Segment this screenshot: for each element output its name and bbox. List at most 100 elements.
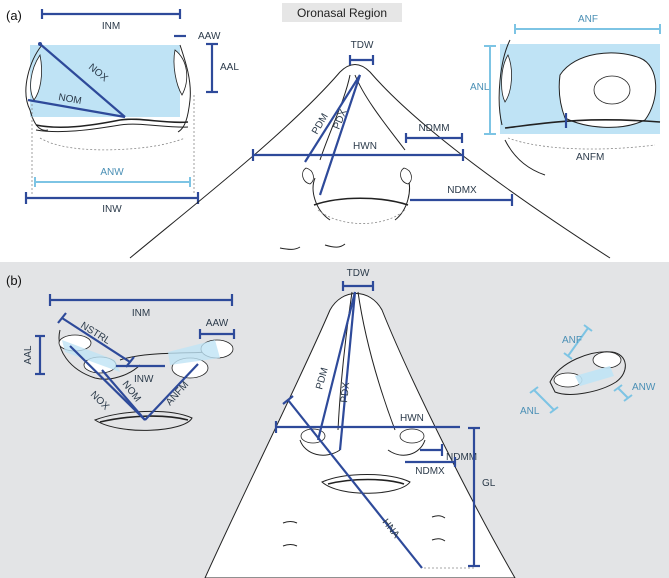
panel-b-center-measures: TDW PDM PDX HWN NDMM NDMX GL HNA bbox=[274, 268, 496, 569]
panel-a-label: (a) bbox=[6, 8, 22, 23]
anl-line-b bbox=[533, 389, 555, 411]
anw-tick-b-b bbox=[623, 394, 633, 402]
b-head-groove-left bbox=[337, 291, 353, 431]
mouth-a bbox=[313, 197, 409, 206]
label-anf-b: ANF bbox=[562, 335, 582, 346]
right-close-flap-left bbox=[501, 54, 512, 103]
teeth-region-left bbox=[39, 137, 186, 151]
teeth-region-right bbox=[507, 137, 656, 150]
pdx-line-a bbox=[318, 74, 362, 196]
snout-groove-left bbox=[319, 74, 351, 161]
mouth-line-left-lower bbox=[35, 123, 189, 133]
label-aaw-a: AAW bbox=[198, 31, 221, 42]
label-tdw-a: TDW bbox=[351, 40, 374, 51]
anw-line-b bbox=[617, 387, 629, 399]
hna-line-b bbox=[287, 399, 423, 569]
label-ndmm-b: NDMM bbox=[446, 452, 477, 463]
b-head-nare-right bbox=[399, 428, 425, 444]
b-head-mouth-line bbox=[327, 478, 405, 485]
nox-line bbox=[39, 43, 126, 118]
label-gl-b: GL bbox=[482, 478, 496, 489]
b-left-mouth bbox=[93, 410, 193, 431]
panel-a-right-nostril bbox=[498, 39, 661, 176]
label-ndmm-a: NDMM bbox=[418, 123, 449, 134]
label-tdw-b: TDW bbox=[347, 268, 370, 279]
right-nare-a bbox=[400, 167, 412, 185]
b-head-right-flap bbox=[387, 439, 426, 456]
anf-tick-a-b bbox=[563, 352, 573, 360]
b-right-small-nare-1 bbox=[592, 351, 622, 369]
right-close-outline-left bbox=[498, 39, 511, 126]
panel-b-right-nostril bbox=[549, 351, 626, 395]
panel-b-head bbox=[204, 291, 516, 578]
panel-b-label: (b) bbox=[6, 273, 22, 288]
label-hwn-a: HWN bbox=[353, 141, 377, 152]
title-box bbox=[282, 3, 402, 22]
panel-a-right-measures: ANF ANL ANFM bbox=[470, 14, 661, 163]
b-head-groove-right bbox=[357, 291, 396, 431]
label-inm-a: INM bbox=[102, 21, 120, 32]
label-inw-a: INW bbox=[102, 204, 122, 215]
b-head-left-flap bbox=[299, 439, 341, 456]
b-right-blue-area bbox=[168, 340, 220, 365]
label-pdx-b: PDX bbox=[339, 381, 352, 403]
panel-a-head bbox=[129, 64, 611, 259]
label-hwn-b: HWN bbox=[400, 413, 424, 424]
b-mark-4 bbox=[431, 538, 446, 542]
anf-tick-b-b bbox=[583, 324, 593, 332]
head-outline-a bbox=[129, 64, 611, 259]
anl-tick-a-b bbox=[529, 386, 539, 394]
mark-a-1 bbox=[279, 246, 301, 250]
b-right-flap-outline bbox=[549, 351, 626, 395]
label-aal-b: AAL bbox=[23, 345, 34, 364]
hna-tick-top-b bbox=[282, 395, 294, 405]
anf-line-b bbox=[567, 327, 589, 357]
mark-a-2 bbox=[324, 243, 346, 248]
label-anf-a: ANF bbox=[578, 14, 598, 25]
nstrl-line-b bbox=[61, 317, 131, 363]
label-ndmx-a: NDMX bbox=[447, 185, 477, 196]
nstrl-tick-a bbox=[57, 312, 67, 324]
label-aaw-b: AAW bbox=[206, 318, 229, 329]
pdm-line-b bbox=[316, 291, 357, 441]
nox-line-b bbox=[69, 345, 146, 421]
b-right-small-blue bbox=[575, 366, 614, 386]
b-left-mouth-line bbox=[99, 415, 189, 423]
pdm-line-a bbox=[304, 74, 361, 163]
label-nom-a: NOM bbox=[57, 92, 82, 107]
label-anl-a: ANL bbox=[470, 82, 490, 93]
nom-line-b bbox=[101, 369, 146, 421]
label-ndmx-b: NDMX bbox=[415, 466, 445, 477]
anfm-line-b bbox=[144, 363, 199, 421]
label-anw-a: ANW bbox=[100, 167, 124, 178]
anw-tick-a-b bbox=[613, 384, 623, 392]
b-mark-1 bbox=[282, 521, 298, 524]
panel-a-center-measures: TDW PDM PDX HWN NDMM NDMX bbox=[251, 40, 514, 206]
right-nostril-flap bbox=[173, 49, 188, 96]
head-outline-b bbox=[204, 293, 516, 578]
pdx-line-b bbox=[338, 291, 357, 451]
label-anfm-a: ANFM bbox=[576, 152, 604, 163]
left-nare-a bbox=[302, 167, 314, 185]
mouth-line-left bbox=[35, 118, 189, 129]
label-aal-a: AAL bbox=[220, 62, 239, 73]
left-nostril-a bbox=[312, 177, 331, 221]
left-nostril-outline bbox=[25, 44, 49, 131]
panel-b-right-measures: ANF ANL ANW bbox=[520, 324, 656, 417]
nom-line bbox=[27, 98, 126, 119]
label-inw-b: INW bbox=[134, 374, 154, 385]
figure-title: Oronasal Region bbox=[297, 6, 387, 20]
label-anl-b: ANL bbox=[520, 406, 540, 417]
panel-a-left-measures: INM AAW AAL NOX NOM ANW INW bbox=[24, 9, 239, 215]
anl-tick-b-b bbox=[549, 406, 559, 414]
jaw-a bbox=[317, 209, 406, 224]
b-left-blue-area bbox=[62, 340, 120, 372]
right-close-chin bbox=[504, 139, 546, 176]
b-mark-2 bbox=[282, 544, 298, 547]
b-mark-3 bbox=[431, 515, 446, 519]
label-anw-b: ANW bbox=[632, 382, 656, 393]
nare-hatch-right-close bbox=[593, 75, 631, 105]
nox-endpoint bbox=[38, 42, 42, 46]
